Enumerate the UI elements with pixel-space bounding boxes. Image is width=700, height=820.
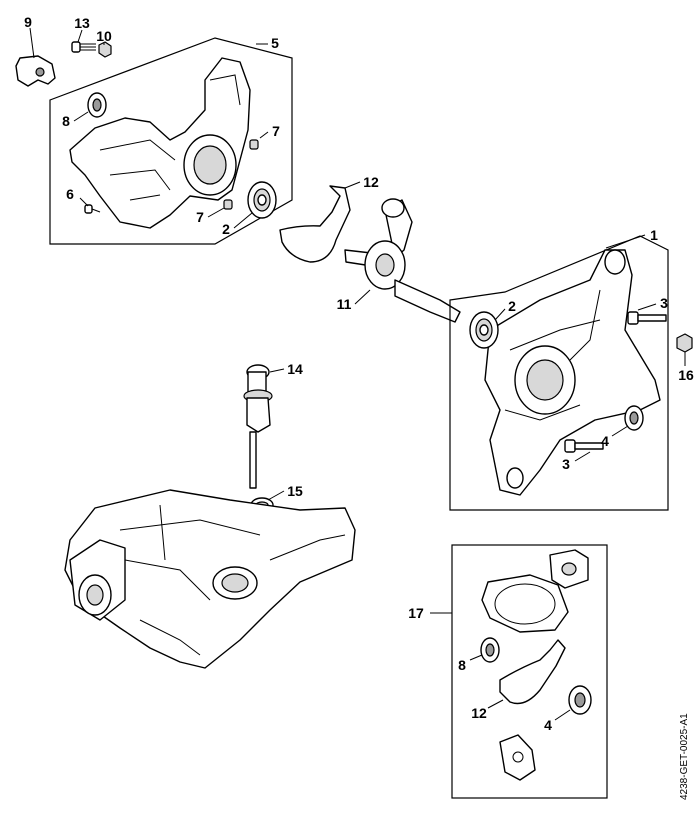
callout-15: 15 [287,483,303,499]
part-8-seal-kit [480,637,500,663]
callout-10: 10 [96,28,112,44]
callout-8-kit: 8 [458,657,466,673]
part-7-dowel-pin-lower [223,199,233,210]
callout-7-upper: 7 [272,123,280,139]
callout-4-kit: 4 [544,717,552,733]
callout-14: 14 [287,361,303,377]
callout-9: 9 [24,14,32,30]
part-1-crankcase [484,249,661,496]
part-11-crankshaft [344,198,461,323]
callout-16: 16 [678,367,694,383]
callout-3-upper: 3 [660,295,668,311]
part-4-seal-kit [568,685,592,715]
part-10-nut [98,41,112,58]
part-3-screw-upper [627,311,667,325]
callout-2-right: 2 [508,298,516,314]
callout-1: 1 [650,227,658,243]
callout-7-lower: 7 [196,209,204,225]
callout-12-middle: 12 [363,174,379,190]
callout-17: 17 [408,605,424,621]
part-5-crankcase-half [69,57,251,229]
gasket-set-group-box [451,544,608,799]
part-12-gasket-kit [499,639,566,705]
part-4-seal-right [624,405,644,431]
part-7-dowel-pin-upper [249,139,259,150]
part-2-bearing-right [469,311,499,349]
callout-5: 5 [271,35,279,51]
part-17-cylinder-gasket [481,574,569,633]
callout-6: 6 [66,186,74,202]
callout-8-top: 8 [62,113,70,129]
part-17-gasket-small [549,549,589,589]
callout-numbers: 9 13 10 5 8 7 6 7 2 12 1 11 2 3 16 14 4 … [24,14,694,733]
callout-2-top: 2 [222,221,230,237]
part-16-nut [676,333,693,353]
callout-3-lower: 3 [562,456,570,472]
engine-housing [64,489,356,669]
crankcase-right-group-box [449,235,669,511]
part-14-oil-pickup [243,364,273,489]
callout-11: 11 [337,296,352,312]
part-6-screw [84,204,101,214]
callout-12-kit: 12 [471,705,487,721]
part-12-gasket-middle [279,185,351,263]
part-9-bracket [15,55,56,87]
part-17-gasket-bottom [499,734,536,781]
callout-4-right: 4 [601,433,609,449]
crankcase-half-group-box [49,37,293,245]
leader-lines [29,27,686,721]
document-reference: 4238-GET-0025-A1 [679,713,690,800]
part-3-screw-lower [564,439,604,453]
callout-13: 13 [74,15,90,31]
part-8-seal-top [87,92,107,118]
part-13-screw [71,41,96,53]
part-2-bearing-top [247,181,277,219]
